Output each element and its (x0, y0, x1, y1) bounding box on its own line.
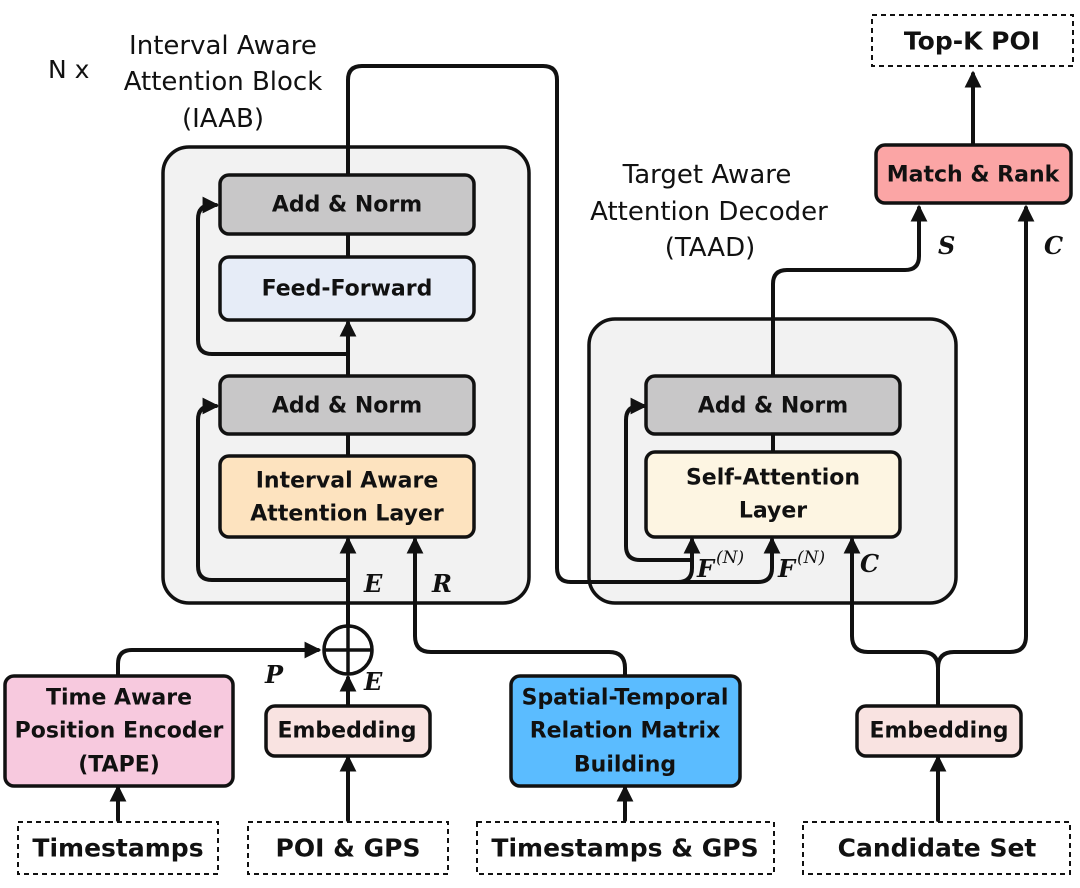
svg-text:Timestamps & GPS: Timestamps & GPS (491, 834, 758, 863)
svg-text:Position Encoder: Position Encoder (15, 719, 224, 744)
svg-text:Spatial-Temporal: Spatial-Temporal (522, 686, 729, 711)
label-f-second: F (777, 554, 797, 583)
iaab-title-line-3: (IAAB) (182, 104, 264, 134)
residual-top (196, 196, 350, 356)
label-e-embedding: E (363, 667, 383, 696)
input-candidate-set: Candidate Set (802, 821, 1071, 875)
svg-text:Match & Rank: Match & Rank (887, 163, 1061, 188)
svg-text:POI & GPS: POI & GPS (276, 834, 421, 863)
feed-forward-box: Feed-Forward (218, 255, 476, 322)
poi-embedding-box: Embedding (264, 704, 432, 758)
residual-bottom (196, 397, 350, 582)
add-norm-bottom: Add & Norm (218, 374, 476, 436)
add-norm-top: Add & Norm (218, 173, 476, 236)
svg-text:Feed-Forward: Feed-Forward (262, 277, 433, 302)
top-k-box: Top-K POI (871, 14, 1074, 67)
add-operator-icon (322, 624, 374, 676)
self-attention-layer: Self-Attention Layer (644, 450, 902, 539)
svg-text:Add & Norm: Add & Norm (272, 193, 422, 218)
candidate-embedding-box: Embedding (855, 704, 1023, 758)
svg-text:Time Aware: Time Aware (46, 686, 192, 711)
taad-title-line-3: (TAAD) (665, 233, 755, 263)
taad-residual (624, 397, 694, 562)
label-f-second-sup: (N) (797, 548, 825, 568)
label-f-first: F (696, 554, 716, 583)
iaab-title-line-2: Attention Block (124, 67, 323, 97)
r-to-attention-arrow (406, 536, 627, 682)
label-r: R (431, 569, 452, 598)
input-timestamps: Timestamps (17, 821, 219, 875)
label-e-iaab: E (363, 569, 383, 598)
svg-text:Self-Attention: Self-Attention (686, 466, 860, 491)
taad-title-line-2: Attention Decoder (590, 197, 828, 227)
taad-title-line-1: Target Aware (622, 160, 792, 190)
svg-text:Add & Norm: Add & Norm (698, 394, 848, 419)
connectors (109, 64, 1035, 822)
label-c-output: C (1044, 231, 1063, 260)
label-p: P (264, 660, 284, 689)
svg-text:Timestamps: Timestamps (32, 834, 203, 863)
interval-attention-layer: Interval Aware Attention Layer (218, 454, 476, 539)
svg-text:Candidate Set: Candidate Set (838, 834, 1037, 863)
input-timestamps-gps: Timestamps & GPS (476, 821, 775, 875)
svg-text:Interval Aware: Interval Aware (256, 469, 439, 494)
match-rank-box: Match & Rank (874, 143, 1073, 205)
stm-box: Spatial-Temporal Relation Matrix Buildin… (509, 674, 742, 788)
taad-add-norm: Add & Norm (644, 374, 902, 436)
svg-text:Embedding: Embedding (277, 719, 416, 744)
tape-to-plus-arrow (116, 641, 322, 678)
svg-text:Layer: Layer (739, 499, 807, 524)
svg-text:Building: Building (574, 753, 676, 778)
svg-text:Attention Layer: Attention Layer (250, 502, 444, 527)
svg-text:Add & Norm: Add & Norm (272, 394, 422, 419)
label-f-first-sup: (N) (716, 548, 744, 568)
svg-text:Relation Matrix: Relation Matrix (530, 719, 721, 744)
input-poi-gps: POI & GPS (247, 821, 449, 875)
iaab-repeat-label: N x (48, 55, 89, 84)
svg-text:(TAPE): (TAPE) (78, 753, 160, 778)
label-s: S (938, 231, 955, 260)
tape-box: Time Aware Position Encoder (TAPE) (3, 674, 235, 788)
f-second-arrow (569, 536, 781, 584)
label-c-taad: C (860, 549, 879, 578)
iaab-title-line-1: Interval Aware (129, 31, 317, 61)
svg-text:Top-K POI: Top-K POI (904, 27, 1040, 56)
candidate-to-rank-arrow (936, 204, 1035, 670)
svg-text:Embedding: Embedding (869, 719, 1008, 744)
taad-to-rank-arrow (771, 204, 928, 378)
